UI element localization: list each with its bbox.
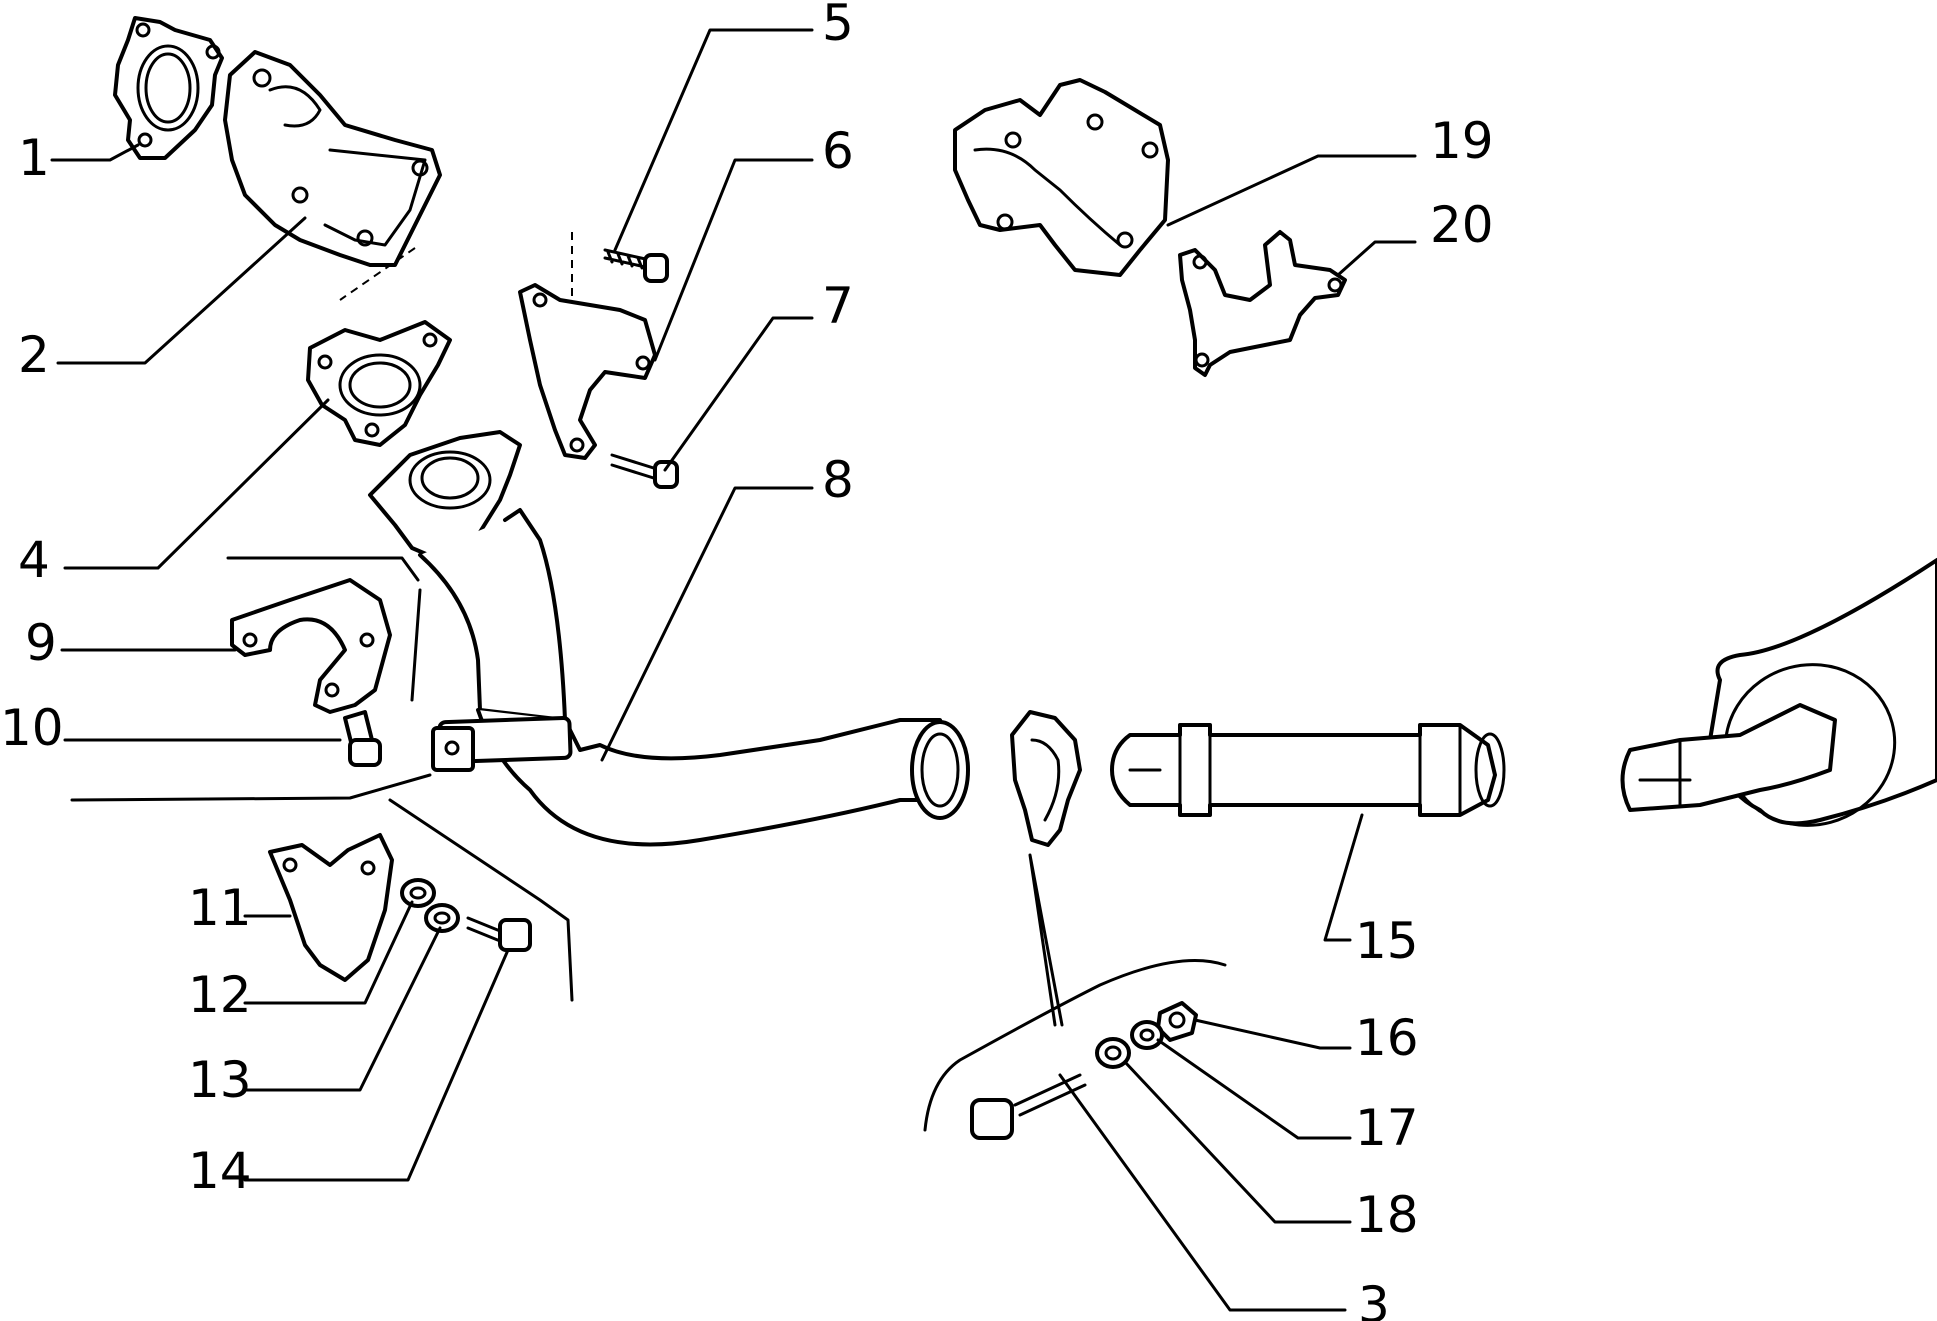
leader-20: [1336, 240, 1417, 277]
part-11-bracket: [268, 833, 394, 982]
part-19-manifold-cover: [953, 78, 1170, 277]
leader-5: [613, 28, 814, 252]
callout-2: 2: [18, 326, 50, 384]
context-line-down: [388, 798, 574, 1002]
callout-1: 1: [18, 129, 50, 187]
leader-2: [56, 216, 307, 365]
part-18-washer: [1095, 1037, 1131, 1069]
callout-3: 3: [1358, 1276, 1390, 1321]
part-1-gasket: [113, 16, 224, 160]
callout-18: 18: [1355, 1186, 1419, 1244]
leader-6: [653, 158, 814, 362]
leader-7: [663, 316, 814, 472]
part-15-intermediate-pipe: [1110, 723, 1506, 817]
context-arc-hardware: [923, 959, 1227, 1132]
part-3-clamp: [1010, 710, 1082, 847]
part-13-lock-washer: [424, 903, 460, 933]
part-14-bolt: [466, 916, 532, 952]
part-6-bracket: [518, 283, 657, 460]
part-20-bracket: [1178, 230, 1347, 377]
rear-silencer: [1620, 558, 1937, 827]
context-line-side: [410, 588, 422, 702]
callout-4: 4: [18, 531, 50, 589]
alignment-line-manifold: [339, 247, 416, 301]
callout-13: 13: [188, 1051, 252, 1109]
callout-8: 8: [822, 451, 854, 509]
context-line-upper: [226, 556, 420, 582]
callout-16: 16: [1355, 1009, 1419, 1067]
callout-9: 9: [25, 614, 57, 672]
clamp-bolt: [970, 1073, 1087, 1140]
leader-1: [50, 143, 140, 162]
leader-13: [243, 926, 442, 1092]
callout-15: 15: [1355, 912, 1419, 970]
callout-5: 5: [822, 0, 854, 52]
leader-19: [1166, 154, 1417, 227]
part-8-front-pipe: [368, 430, 970, 847]
part-9-u-bracket: [230, 578, 392, 714]
part-7-bolt: [610, 453, 679, 489]
leader-8: [600, 486, 814, 762]
callout-17: 17: [1355, 1099, 1419, 1157]
callout-6: 6: [822, 122, 854, 180]
leader-3: [1058, 1073, 1347, 1312]
callout-14: 14: [188, 1142, 252, 1200]
leader-4: [63, 398, 330, 570]
part-2-manifold-elbow: [223, 50, 442, 267]
leader-16: [1193, 1018, 1352, 1050]
leader-12: [243, 900, 414, 1005]
part-10-bolt: [343, 710, 382, 767]
leader-15: [1323, 813, 1364, 942]
part-12-washer: [400, 878, 436, 908]
callout-20: 20: [1430, 196, 1494, 254]
callout-19: 19: [1430, 112, 1494, 170]
callout-12: 12: [188, 966, 252, 1024]
leader-14: [243, 948, 510, 1182]
callout-11: 11: [188, 879, 252, 937]
leader-17: [1156, 1038, 1352, 1140]
leader-18: [1123, 1060, 1352, 1224]
context-line-group: [1028, 853, 1064, 1027]
callout-7: 7: [822, 277, 854, 335]
part-5-bolt: [603, 248, 669, 283]
part-17-lock-washer: [1130, 1020, 1164, 1050]
context-line-lower: [70, 773, 432, 802]
part-4-gasket: [306, 320, 452, 447]
callout-10: 10: [0, 699, 64, 757]
